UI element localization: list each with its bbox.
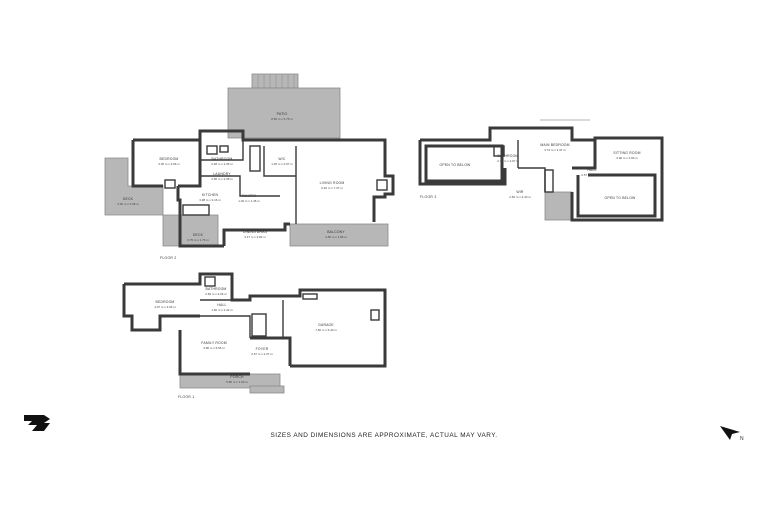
room-name-bathroom3: BATHROOM — [498, 154, 519, 158]
open-to-below-right-void — [576, 173, 657, 218]
room-name-open-below-left: OPEN TO BELOW — [440, 163, 472, 167]
floor-1-plan: BEDROOM 4.07 m x 3.66 m BATHROOM 2.69 m … — [122, 272, 387, 399]
room-dims-patio: 8.56 m x 5.75 m — [271, 117, 293, 121]
floor2-kitchen-island — [182, 204, 210, 216]
north-arrow-icon: N — [720, 426, 744, 442]
floor-3-label: FLOOR 3 — [420, 195, 437, 199]
floor3-shower — [493, 145, 505, 157]
room-dims-balcony: 4.56 m x 1.86 m — [325, 235, 347, 239]
room-dims-bedroom1: 4.07 m x 3.66 m — [154, 305, 176, 309]
room-name-sitting-room: SITTING ROOM — [613, 151, 640, 155]
room-name-main-bedroom: MAIN BEDROOM — [540, 143, 569, 147]
room-dims-bedroom2: 4.35 m x 3.96 m — [158, 162, 180, 166]
room-dims-bathroom1: 2.69 m x 2.06 m — [205, 292, 227, 296]
floor3-hall-wall — [518, 167, 546, 192]
room-name-open-below-right: OPEN TO BELOW — [605, 196, 637, 200]
room-name-hall: HALL — [587, 168, 596, 172]
room-dims-porch: 5.80 m x 1.60 m — [226, 380, 248, 384]
floor2-outer-wall-west — [131, 140, 163, 188]
room-dims-wir: 2.66 m x 2.40 m — [509, 195, 531, 199]
room-name-dining-area: DINING AREA — [243, 230, 268, 234]
floor2-fireplace — [376, 179, 388, 191]
wir-area-fill — [544, 191, 573, 221]
porch-steps — [249, 385, 285, 394]
balcony-area — [289, 223, 389, 247]
room-dims-hall1: 1.60 m x 2.42 m — [211, 308, 233, 312]
room-dims-living-room: 6.40 m x 7.37 m — [321, 186, 343, 190]
room-name-garage: GARAGE — [318, 323, 334, 327]
room-dims-main-bedroom: 3.74 m x 3.47 m — [544, 148, 566, 152]
room-name-bathroom1: BATHROOM — [206, 287, 227, 291]
room-name-deck-south: DECK — [193, 233, 204, 237]
room-name-porch: PORCH — [230, 375, 244, 379]
room-dims-laundry: 2.56 m x 2.08 m — [211, 177, 233, 181]
floor1-foyer-wall — [250, 336, 292, 366]
disclaimer-text: SIZES AND DIMENSIONS ARE APPROXIMATE, AC… — [270, 432, 498, 439]
room-name-living-room: LIVING ROOM — [320, 181, 345, 185]
room-dims-pantry: 1.02 m x 1.45 m — [238, 199, 260, 203]
room-name-wc: W/C — [278, 157, 286, 161]
svg-text:N: N — [740, 436, 744, 442]
brand-logo-icon — [24, 415, 50, 431]
room-dims-kitchen: 3.98 m x 3.16 m — [199, 198, 221, 202]
floor3-outer-wall-west — [418, 140, 507, 186]
floor3-stairs — [544, 169, 554, 193]
floor2-outer-wall-north — [133, 129, 395, 222]
room-name-foyer: FOYER — [256, 347, 269, 351]
floor-2-plan: PATIO 8.56 m x 5.75 m BEDROOM 4.35 m x 3… — [104, 73, 395, 260]
room-name-bedroom1: BEDROOM — [156, 300, 175, 304]
room-name-hall1: HALL — [217, 303, 226, 307]
room-dims-wc: 1.45 m x 0.97 m — [271, 162, 293, 166]
floor2-bedroom-wall — [178, 140, 202, 188]
floor1-garage-door-side — [370, 309, 380, 321]
room-name-balcony: BALCONY — [327, 230, 345, 234]
room-name-bedroom2: BEDROOM — [160, 157, 179, 161]
patio-stairs — [251, 73, 299, 89]
room-name-laundry: LAUNDRY — [213, 172, 231, 176]
room-dims-bathroom3: 2.16 m x 2.67 m — [497, 159, 519, 163]
room-name-kitchen: KITCHEN — [202, 193, 219, 197]
room-dims-sitting-room: 3.90 m x 2.90 m — [616, 156, 638, 160]
floor1-family-wall — [178, 330, 250, 376]
floor1-stairs — [251, 313, 267, 337]
floor2-wall-dining — [222, 222, 290, 246]
room-dims-hall: 2.57 m x 1.00 m — [581, 173, 603, 177]
room-dims-foyer: 2.67 m x 2.37 m — [251, 352, 273, 356]
room-name-bathroom2: BATHROOM — [212, 157, 233, 161]
floor1-garage-bench — [302, 293, 318, 300]
room-dims-deck-south: 3.75 m x 1.76 m — [187, 238, 209, 242]
floor-2-label: FLOOR 2 — [160, 256, 177, 260]
floor2-laundry-wall — [200, 175, 280, 197]
room-name-wir: WIR — [516, 190, 524, 194]
floor2-wc-wall — [263, 146, 296, 177]
floor2-wall-kitchen — [176, 186, 224, 248]
patio-stair-treads — [257, 74, 295, 88]
room-name-patio: PATIO — [277, 112, 288, 116]
room-dims-bathroom2: 2.48 m x 2.35 m — [211, 162, 233, 166]
room-name-family-room: FAMILY ROOM — [201, 341, 226, 345]
room-dims-garage: 7.60 m x 6.40 m — [315, 328, 337, 332]
floor1-outer-wall-west — [122, 284, 200, 332]
floor2-stairs — [249, 145, 261, 172]
floor-3-plan: OPEN TO BELOW MAIN BEDROOM 3.74 m x 3.47… — [418, 119, 664, 222]
floor1-outer-wall-east — [124, 272, 387, 368]
patio-area — [227, 87, 341, 139]
floor2-bath-wall — [200, 140, 244, 161]
floor-1-label: FLOOR 1 — [178, 395, 195, 399]
floor1-hall-wall — [200, 315, 251, 338]
room-name-pantry: PANTRY — [242, 194, 257, 198]
room-dims-deck-west: 4.30 m x 3.58 m — [117, 202, 139, 206]
floor3-sitting-wall — [572, 138, 597, 170]
room-dims-family-room: 3.86 m x 5.56 m — [203, 346, 225, 350]
floor2-vanity — [219, 145, 229, 153]
room-dims-dining-area: 3.17 m x 3.82 m — [244, 235, 266, 239]
floor2-deck-door — [164, 179, 176, 189]
open-to-below-left-void — [424, 144, 504, 183]
floor1-shower — [204, 276, 216, 287]
floor2-shower — [206, 145, 218, 155]
room-name-deck-west: DECK — [123, 197, 134, 201]
